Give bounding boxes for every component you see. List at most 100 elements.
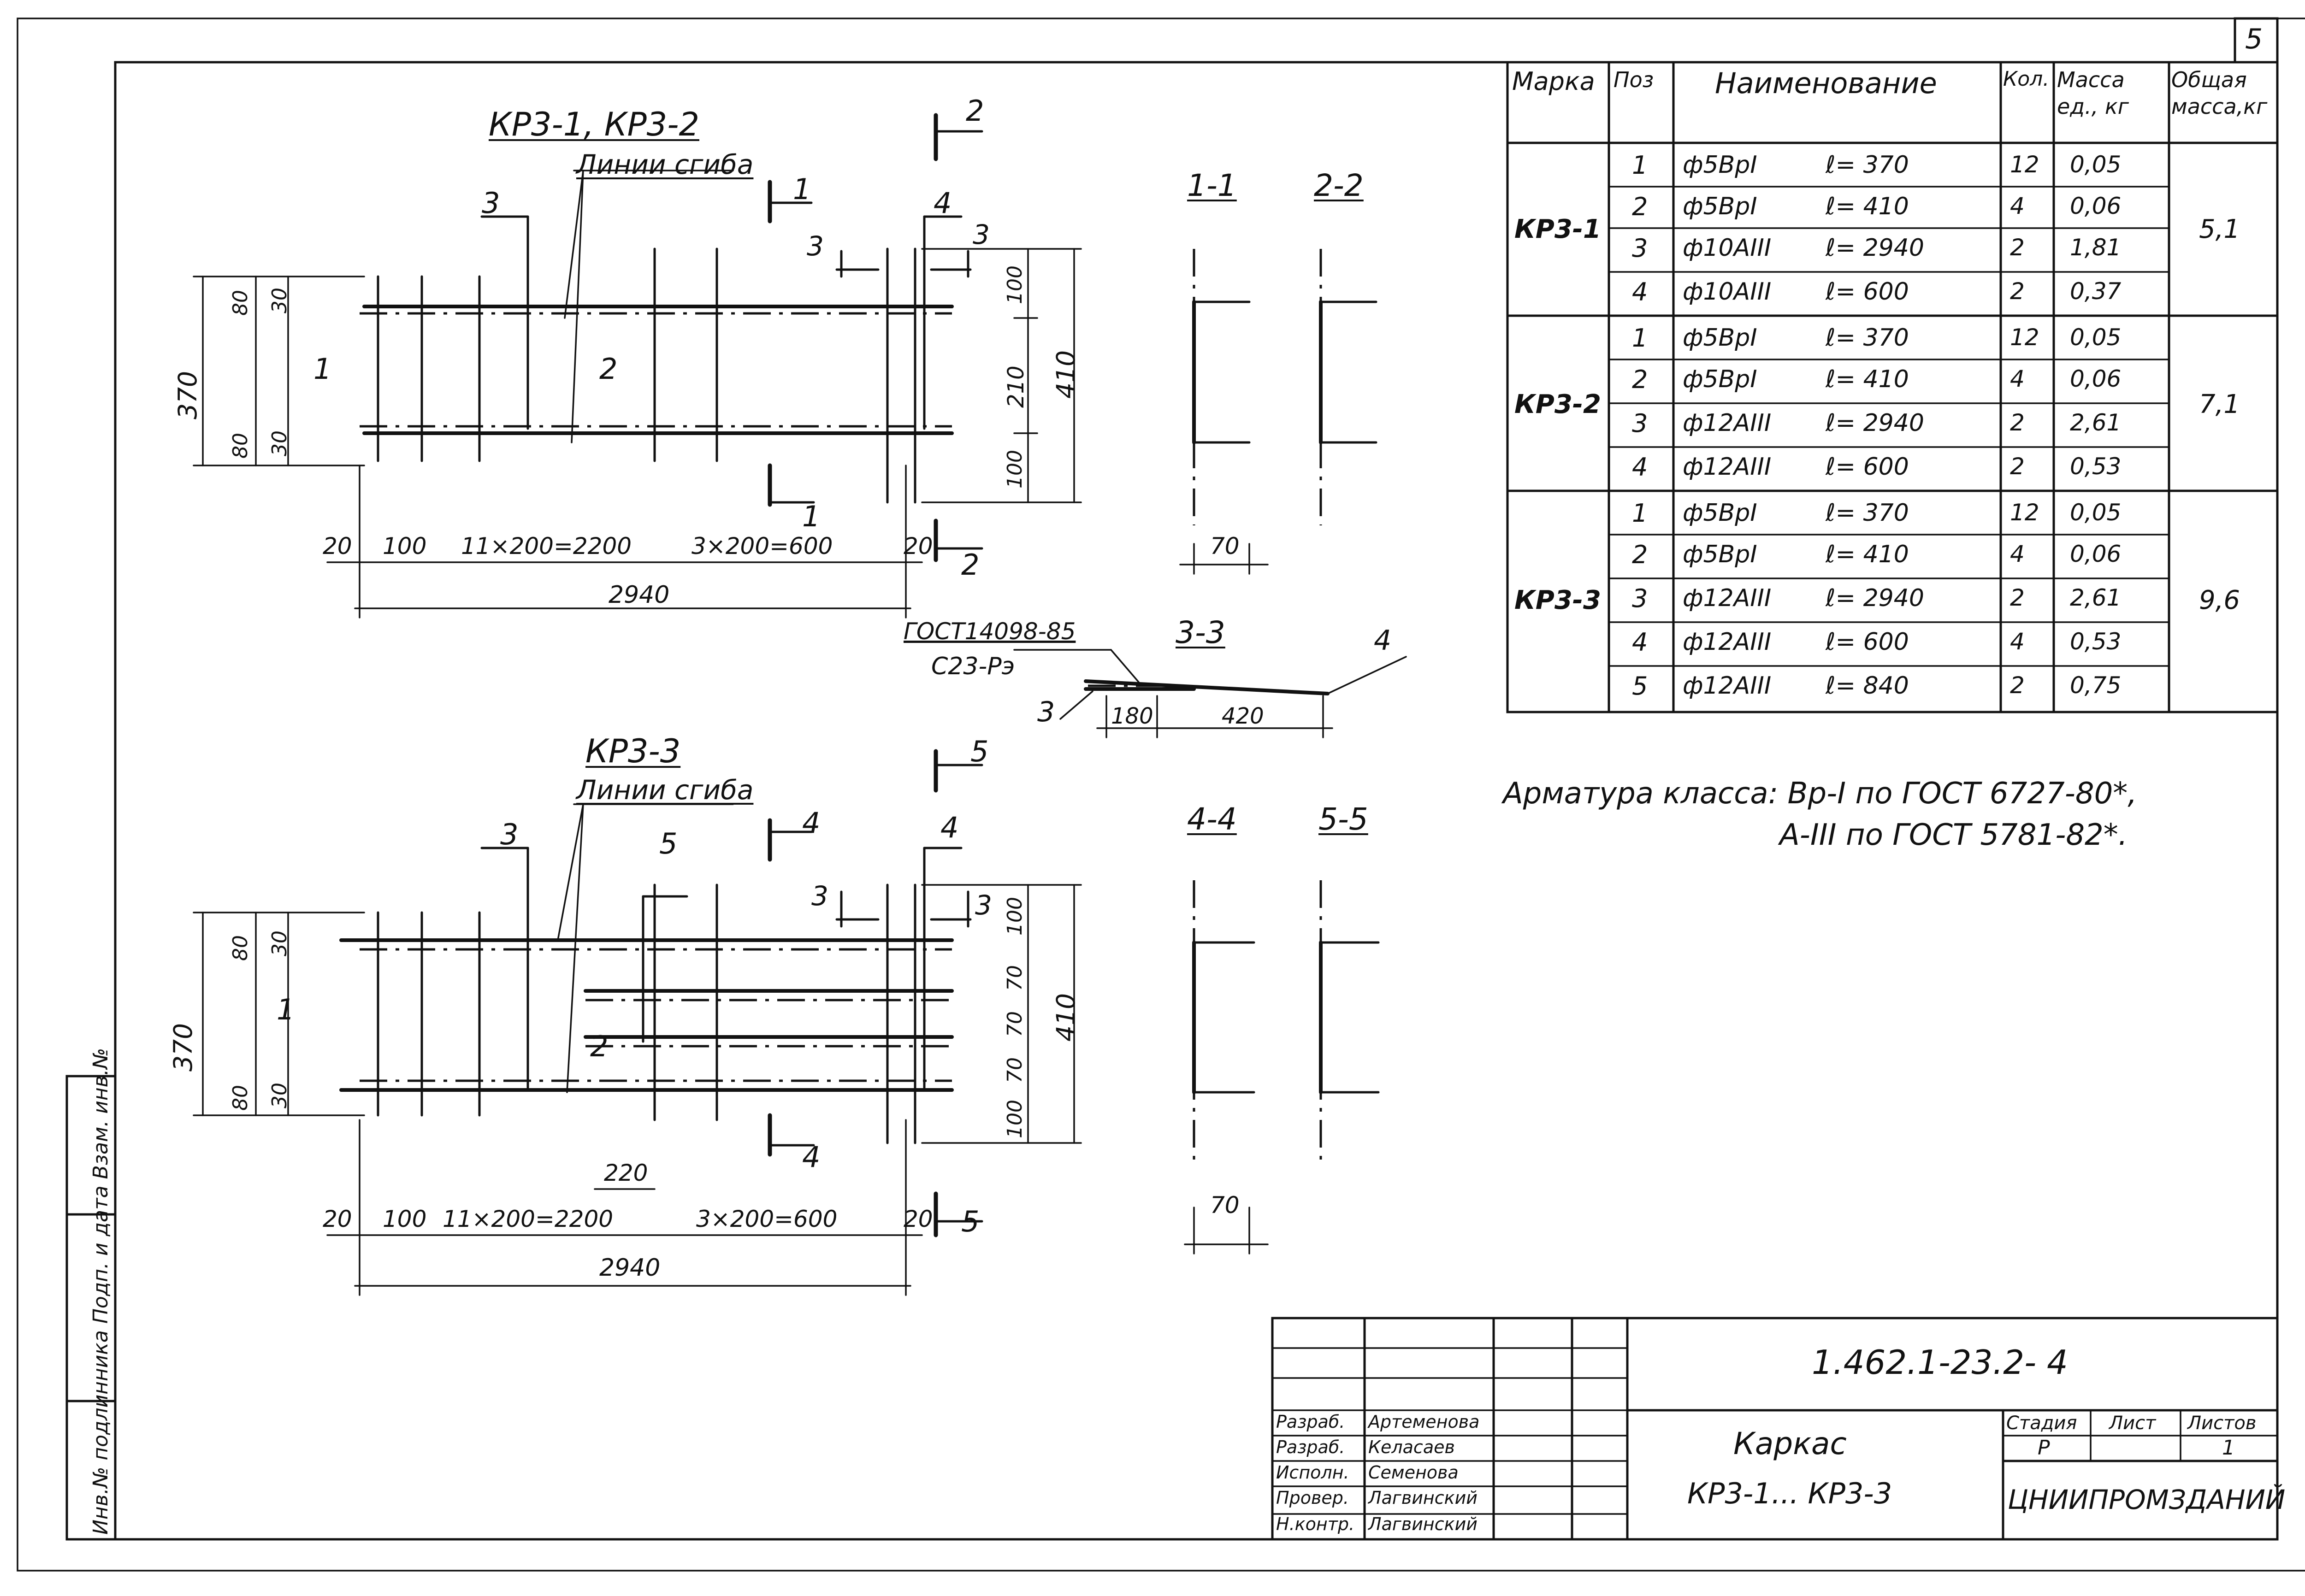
spec-cell-qty: 2 (2010, 278, 2025, 305)
dim-70a-bottom: 70 (1003, 965, 1027, 991)
section-3-3 (1013, 649, 1407, 738)
spec-cell-len: ℓ= 370 (1826, 499, 1909, 527)
spec-cell-name: ф5ВрI (1683, 541, 1757, 568)
signature-name: Семенова (1368, 1462, 1459, 1483)
bend-note-top: Линии сгиба (576, 149, 754, 180)
spec-cell-pos: 1 (1632, 499, 1648, 528)
spec-cell-qty: 2 (2010, 234, 2025, 261)
spec-cell-name: ф5ВрI (1683, 499, 1757, 527)
dim-20b-top: 20 (904, 533, 933, 559)
cut-5-bottom-lower: 5 (961, 1205, 980, 1238)
spec-total-kr3-3: 9,6 (2199, 585, 2240, 615)
dim-370-bottom: 370 (168, 1023, 198, 1072)
spec-cell-qty: 2 (2010, 453, 2025, 480)
spec-cell-len: ℓ= 2940 (1826, 409, 1924, 437)
pos-2-top: 2 (599, 352, 618, 386)
spec-header-total: Общая масса,кг (2171, 67, 2268, 119)
title-block-stage-header: Стадия (2006, 1413, 2077, 1434)
spec-cell-name: ф12АIII (1683, 672, 1772, 700)
spec-cell-qty: 4 (2010, 628, 2025, 655)
dim-80b-top: 80 (229, 433, 252, 459)
dim-70b-bottom: 70 (1003, 1011, 1027, 1037)
dim-100-top: 100 (383, 533, 427, 559)
spec-cell-mass: 0,53 (2070, 453, 2122, 480)
spec-cell-name: ф5ВрI (1683, 193, 1757, 220)
spec-cell-qty: 2 (2010, 672, 2025, 699)
spec-cell-name: ф12АIII (1683, 409, 1772, 437)
dim-span1-top: 11×200=2200 (461, 533, 632, 559)
spec-cell-mass: 0,06 (2070, 365, 2122, 392)
spec-cell-qty: 2 (2010, 409, 2025, 436)
cut-5-bottom-upper: 5 (970, 735, 989, 768)
title-block-sheet-header: Лист (2109, 1413, 2156, 1434)
top-plan-view (193, 113, 1082, 618)
spec-cell-name: ф5ВрI (1683, 324, 1757, 352)
dim-span2-top: 3×200=600 (692, 533, 833, 559)
spec-cell-mass: 0,05 (2070, 151, 2122, 178)
spec-cell-name: ф5ВрI (1683, 365, 1757, 393)
spec-cell-pos: 2 (1632, 365, 1648, 394)
title-block-name-1: Каркас (1733, 1426, 1847, 1461)
spec-cell-name: ф10АIII (1683, 234, 1772, 262)
signature-role: Н.контр. (1276, 1514, 1355, 1534)
spec-cell-name: ф10АIII (1683, 278, 1772, 306)
title-block-org: ЦНИИПРОМЗДАНИЙ (2008, 1484, 2286, 1515)
dim-210-top: 210 (1003, 365, 1029, 408)
spec-cell-len: ℓ= 600 (1826, 278, 1909, 306)
section-title-1-1: 1-1 (1187, 168, 1237, 203)
cut-1-top-lower: 1 (802, 500, 821, 533)
spec-cell-name: ф12АIII (1683, 584, 1772, 612)
signature-name: Келасаев (1368, 1437, 1455, 1457)
pos-3-top: 3 (482, 186, 500, 220)
section-title-4-4: 4-4 (1187, 801, 1237, 837)
signature-name: Лагвинский (1368, 1488, 1478, 1508)
pos-2-bottom: 2 (590, 1030, 609, 1063)
spec-header-mark: Марка (1512, 67, 1595, 96)
spec-cell-qty: 4 (2010, 541, 2025, 567)
spec-cell-mass: 2,61 (2070, 584, 2122, 611)
spec-cell-len: ℓ= 370 (1826, 324, 1909, 352)
title-block-sheets-header: Листов (2187, 1413, 2257, 1434)
spec-cell-len: ℓ= 410 (1826, 541, 1909, 568)
spec-total-kr3-2: 7,1 (2199, 389, 2240, 419)
dim-total-top: 2940 (609, 581, 670, 609)
dim-80a-bottom: 80 (229, 935, 252, 961)
cut-4-bottom-upper: 4 (802, 806, 821, 840)
left-stamp-strip (65, 1075, 117, 1541)
bottom-view-title: КР3-3 (585, 732, 681, 770)
spec-cell-mass: 0,06 (2070, 193, 2122, 219)
dim-100b-bottom: 100 (1003, 1100, 1027, 1138)
title-block-sheets: 1 (2222, 1436, 2235, 1460)
weld-dim-420: 420 (1222, 703, 1264, 729)
dim-30a-top: 30 (268, 288, 291, 313)
spec-cell-len: ℓ= 600 (1826, 453, 1909, 481)
dim-20a-bottom: 20 (323, 1206, 352, 1232)
weld-pos-3: 3 (1037, 696, 1055, 728)
cut-3-top-left: 3 (807, 230, 824, 262)
cut-3-bottom-left: 3 (811, 880, 828, 912)
section-title-2-2: 2-2 (1314, 168, 1364, 203)
spec-cell-pos: 1 (1632, 324, 1648, 353)
spec-cell-mass: 1,81 (2070, 234, 2122, 261)
dim-410-top: 410 (1051, 350, 1081, 399)
section-title-5-5: 5-5 (1318, 801, 1368, 837)
section-2-2 (1319, 249, 1377, 525)
dim-70c-bottom: 70 (1003, 1057, 1027, 1083)
inner-frame (114, 61, 2279, 1541)
spec-table-grid (1506, 61, 2279, 713)
spec-cell-qty: 2 (2010, 584, 2025, 611)
bottom-plan-view (193, 749, 1082, 1296)
title-block-name-2: КР3-1... КР3-3 (1687, 1477, 1892, 1510)
spec-cell-qty: 4 (2010, 193, 2025, 219)
spec-cell-name: ф12АIII (1683, 453, 1772, 481)
section-title-3-3: 3-3 (1176, 615, 1225, 650)
outer-frame (17, 18, 2305, 1572)
title-block-code: 1.462.1-23.2- 4 (1812, 1343, 2068, 1382)
spec-cell-qty: 12 (2010, 151, 2039, 178)
dim-220-bottom: 220 (604, 1160, 648, 1186)
spec-mark-kr3-3: КР3-3 (1514, 585, 1601, 615)
spec-header-pos: Поз (1614, 67, 1654, 92)
pos-1-top: 1 (313, 352, 332, 386)
section-1-1 (1179, 249, 1269, 575)
title-block-stage: Р (2038, 1436, 2050, 1460)
